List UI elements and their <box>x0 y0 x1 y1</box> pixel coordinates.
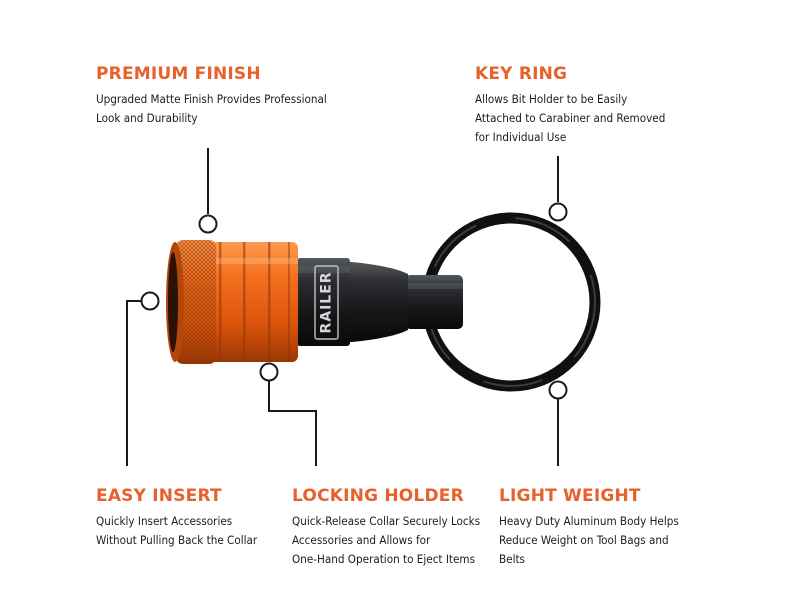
premium-finish-description: Upgraded Matte Finish Provides Professio… <box>96 92 327 125</box>
light-weight-title: LIGHT WEIGHT <box>499 486 641 506</box>
attachment-stem-icon <box>405 275 463 329</box>
locking-holder-description: Quick-Release Collar Securely Locks Acce… <box>292 514 481 566</box>
feature-key-ring: KEY RING Allows Bit Holder to be Easily … <box>475 64 665 147</box>
feature-locking-holder: LOCKING HOLDER Quick-Release Collar Secu… <box>292 486 480 569</box>
feature-easy-insert: EASY INSERT Quickly Insert Accessories W… <box>96 486 257 550</box>
knurled-grip-icon <box>176 240 216 364</box>
light-weight-description: Heavy Duty Aluminum Body Helps Reduce We… <box>499 514 679 566</box>
feature-premium-finish: PREMIUM FINISH Upgraded Matte Finish Pro… <box>96 64 327 128</box>
premium-finish-title: PREMIUM FINISH <box>96 64 261 84</box>
locking-holder-title: LOCKING HOLDER <box>292 486 464 506</box>
feature-light-weight: LIGHT WEIGHT Heavy Duty Aluminum Body He… <box>499 486 679 569</box>
easy-insert-title: EASY INSERT <box>96 486 222 506</box>
easy-insert-description: Quickly Insert Accessories Without Pulli… <box>96 514 258 547</box>
orange-collar-icon <box>206 242 298 362</box>
black-body-icon <box>297 258 408 346</box>
svg-text:RAILER: RAILER <box>319 271 335 333</box>
callout-lines <box>126 148 568 466</box>
key-ring-description: Allows Bit Holder to be Easily Attached … <box>475 92 666 144</box>
socket-opening-icon <box>166 242 184 362</box>
brand-logo-icon: RAILER <box>314 265 339 340</box>
key-ring-title: KEY RING <box>475 64 568 84</box>
